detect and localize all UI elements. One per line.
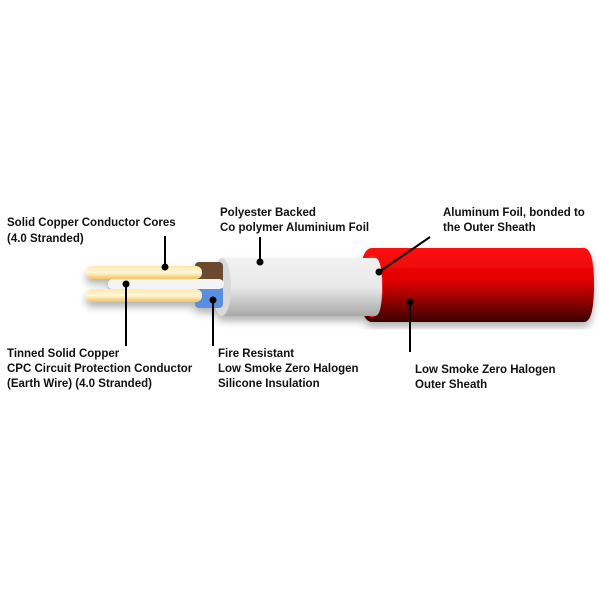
label-cpc: Tinned Solid Copper CPC Circuit Protecti… xyxy=(7,348,195,390)
label-insulation: Fire Resistant Low Smoke Zero Halogen Si… xyxy=(218,348,362,390)
cpc-conductor xyxy=(108,279,224,289)
label-conductor-cores: Solid Copper Conductor Cores (4.0 Strand… xyxy=(7,217,179,245)
conductor-core-bottom xyxy=(86,289,202,302)
leader-lines xyxy=(122,236,431,352)
label-outer-sheath: Low Smoke Zero Halogen Outer Sheath xyxy=(415,364,559,391)
label-polyester-foil: Polyester Backed Co polymer Aluminium Fo… xyxy=(220,207,369,234)
label-aluminum-foil: Aluminum Foil, bonded to the Outer Sheat… xyxy=(443,207,588,234)
brown-insulation xyxy=(195,262,223,284)
outer-sheath xyxy=(360,248,594,322)
foil-sheath xyxy=(222,258,382,316)
conductor-core-top xyxy=(86,266,202,279)
cable-illustration xyxy=(86,248,594,322)
blue-insulation xyxy=(195,286,223,308)
